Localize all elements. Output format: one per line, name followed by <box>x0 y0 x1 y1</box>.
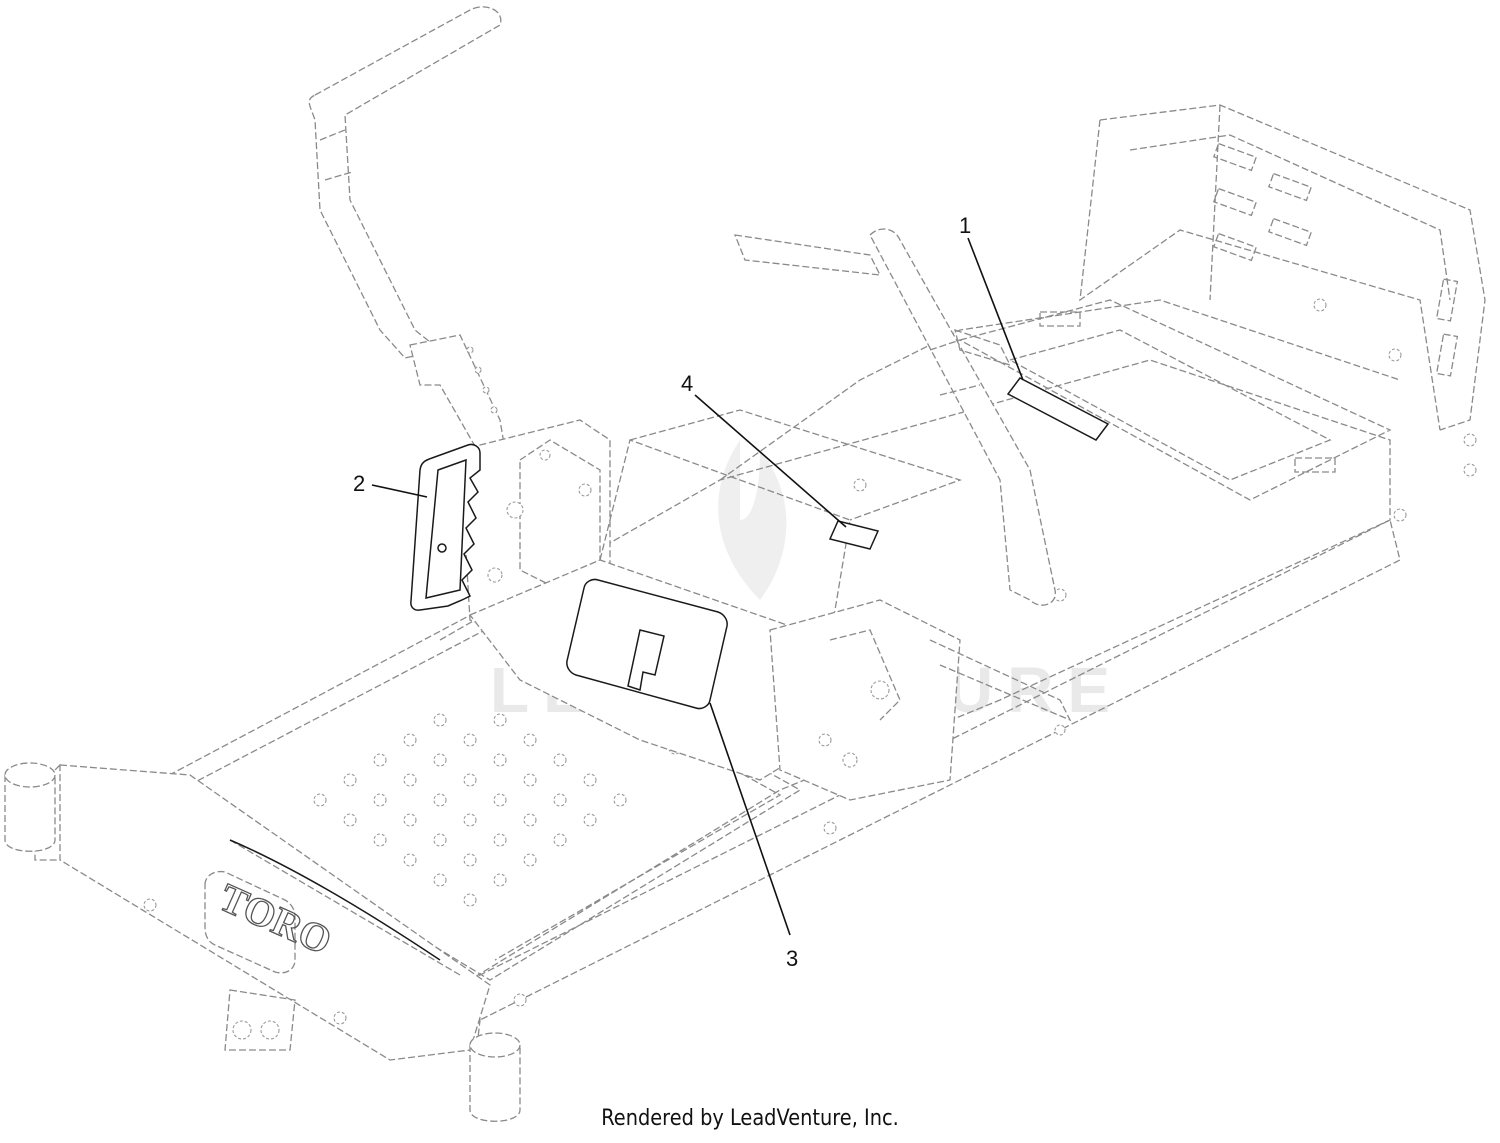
callout-1: 1 <box>959 213 971 238</box>
callout-2: 2 <box>353 471 365 496</box>
callout-4: 4 <box>681 371 693 396</box>
part-3-console-decal <box>566 578 728 710</box>
leader-lines <box>371 237 1024 936</box>
control-lever-right <box>869 228 1056 606</box>
control-lever-left <box>308 6 506 456</box>
part-2-height-indicator-plate <box>410 443 481 611</box>
callout-3: 3 <box>786 946 798 971</box>
leader-line-1 <box>967 237 1024 381</box>
mower-frame: TORO <box>4 104 1486 1122</box>
leader-line-3 <box>709 702 791 936</box>
part-4-label <box>828 520 880 550</box>
callouts: 1 2 3 4 <box>353 213 971 971</box>
footer-credit: Rendered by LeadVenture, Inc. <box>601 1106 899 1131</box>
leader-line-2 <box>371 484 428 498</box>
leader-line-4 <box>694 394 847 528</box>
right-linkage <box>769 599 1072 801</box>
part-1-seat-decal <box>1006 377 1110 441</box>
deck-hole-pattern <box>143 298 1477 1025</box>
